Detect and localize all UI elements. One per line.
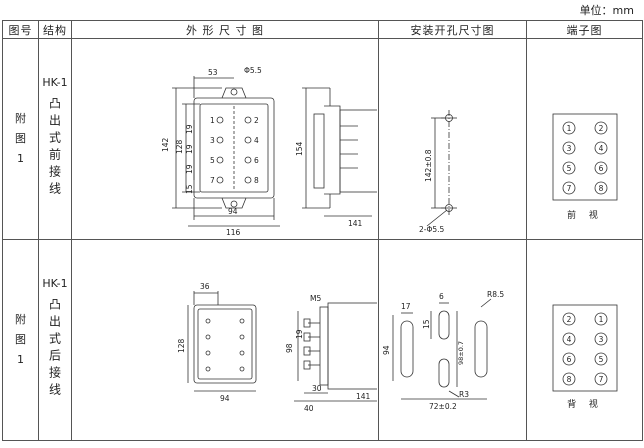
cutout-drawing-cell: 142±0.8 2-Φ5.5 (378, 38, 527, 240)
dim-15: 15 (185, 184, 194, 194)
model-label: HK-1 (42, 277, 68, 290)
term-label: 4 (254, 136, 259, 145)
terminal-num: 2 (567, 315, 572, 324)
terminal-num: 8 (567, 375, 572, 384)
dim-6: 6 (439, 292, 444, 301)
dim-19: 19 (295, 329, 304, 339)
terminal-caption: 背 视 (567, 398, 603, 410)
terminal-num: 4 (599, 144, 604, 153)
dim-pitch: 142±0.8 (424, 149, 433, 182)
dim-holes: 2-Φ5.5 (419, 225, 445, 234)
dim-19: 19 (185, 124, 194, 134)
dim-128: 128 (175, 139, 184, 154)
term-label: 1 (210, 116, 215, 125)
term-label: 6 (254, 156, 259, 165)
outline-drawing-front: 53 Φ5.5 142 128 19 19 19 15 94 116 154 1… (161, 66, 377, 237)
dim-94: 94 (382, 345, 391, 355)
dim-94: 94 (228, 207, 238, 216)
terminal-num: 1 (599, 315, 604, 324)
terminal-caption: 前 视 (567, 209, 603, 221)
terminal-num: 3 (567, 144, 572, 153)
structure-text: 凸出式后接线 (47, 298, 62, 400)
dim-m5: M5 (310, 294, 321, 303)
dim-r3: R3 (459, 390, 469, 399)
header-fig-no: 图号 (2, 20, 39, 39)
header-structure: 结构 (38, 20, 72, 39)
table-row: 附 图 1 HK-1 凸出式前接线 (2, 38, 643, 240)
terminal-num: 6 (567, 355, 572, 364)
dim-128: 128 (177, 338, 186, 353)
model-label: HK-1 (42, 76, 68, 89)
cutout-drawing-cell: 17 6 15 R8.5 94 98±0.7 R3 72±0.2 (378, 239, 527, 441)
outline-drawing-cell: 36 128 94 M5 98 19 30 40 141 (71, 239, 379, 441)
dim-30: 30 (312, 384, 322, 393)
dim-94: 94 (220, 394, 230, 403)
dim-98: 98±0.7 (457, 341, 465, 365)
outline-drawing-cell: 53 Φ5.5 142 128 19 19 19 15 94 116 154 1… (71, 38, 379, 240)
term-label: 7 (210, 176, 215, 185)
term-label: 2 (254, 116, 259, 125)
spec-table: 图号 结构 外 形 尺 寸 图 安装开孔尺寸图 端子图 附 图 1 HK-1 凸… (2, 20, 643, 441)
fig-no-cell: 附 图 1 (2, 38, 39, 240)
term-label: 8 (254, 176, 259, 185)
fig-char: 图 (15, 131, 26, 145)
dim-72: 72±0.2 (429, 402, 457, 411)
structure-text: 凸出式前接线 (47, 97, 62, 199)
terminal-num: 1 (567, 124, 572, 133)
dim-116: 116 (226, 228, 241, 237)
terminal-num: 2 (599, 124, 604, 133)
dim-r85: R8.5 (487, 290, 504, 299)
fig-char: 附 (15, 312, 26, 326)
header-terminal: 端子图 (526, 20, 643, 39)
outline-drawing-rear: 36 128 94 M5 98 19 30 40 141 (177, 282, 377, 413)
dim-142: 142 (161, 137, 170, 152)
dim-19: 19 (185, 164, 194, 174)
dim-hole: Φ5.5 (244, 66, 262, 75)
cutout-drawing-front: 142±0.8 2-Φ5.5 (419, 110, 457, 234)
cutout-drawing-rear: 17 6 15 R8.5 94 98±0.7 R3 72±0.2 (382, 290, 504, 411)
table-row: 附 图 1 HK-1 凸出式后接线 (2, 239, 643, 441)
dim-53: 53 (208, 68, 218, 77)
terminal-num: 7 (567, 184, 572, 193)
terminal-num: 5 (567, 164, 572, 173)
fig-char: 1 (17, 353, 24, 367)
fig-char: 图 (15, 332, 26, 346)
dim-141: 141 (348, 219, 363, 228)
terminal-diagram-rear: 2 4 6 8 1 3 5 7 背 视 (552, 304, 618, 410)
term-label: 5 (210, 156, 215, 165)
unit-label: 单位：mm (579, 4, 634, 17)
terminal-num: 6 (599, 164, 604, 173)
terminal-drawing-cell: 2 4 6 8 1 3 5 7 背 视 (526, 239, 643, 441)
terminal-num: 5 (599, 355, 604, 364)
dim-141: 141 (356, 392, 371, 401)
term-label: 3 (210, 136, 215, 145)
structure-cell: HK-1 凸出式后接线 (38, 239, 72, 441)
dim-17: 17 (401, 302, 411, 311)
header-cutout: 安装开孔尺寸图 (378, 20, 527, 39)
terminal-num: 3 (599, 335, 604, 344)
header-outline: 外 形 尺 寸 图 (71, 20, 379, 39)
dim-36: 36 (200, 282, 210, 291)
dim-40: 40 (304, 404, 314, 413)
dim-19: 19 (185, 144, 194, 154)
fig-char: 附 (15, 111, 26, 125)
terminal-num: 4 (567, 335, 572, 344)
terminal-diagram-front: 1 3 5 7 2 4 6 8 前 视 (552, 113, 618, 221)
terminal-num: 7 (599, 375, 604, 384)
dim-154: 154 (295, 141, 304, 156)
dim-15: 15 (422, 319, 431, 329)
fig-no-cell: 附 图 1 (2, 239, 39, 441)
dim-98: 98 (285, 343, 294, 353)
terminal-num: 8 (599, 184, 604, 193)
terminal-drawing-cell: 1 3 5 7 2 4 6 8 前 视 (526, 38, 643, 240)
fig-char: 1 (17, 152, 24, 166)
structure-cell: HK-1 凸出式前接线 (38, 38, 72, 240)
